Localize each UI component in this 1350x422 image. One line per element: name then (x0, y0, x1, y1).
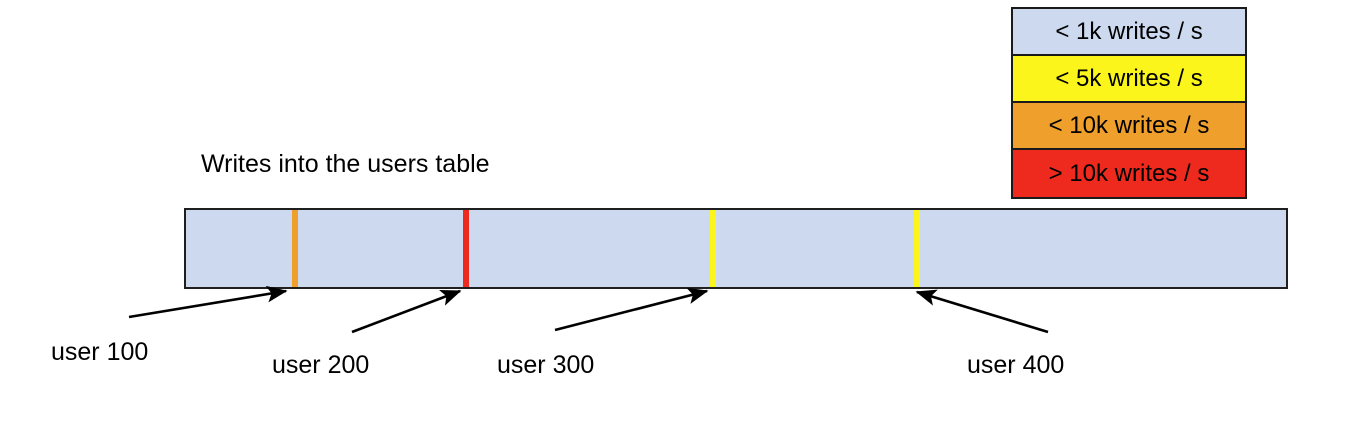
callout-label-user-400: user 400 (967, 351, 1065, 379)
legend-item-label: > 10k writes / s (1048, 159, 1210, 187)
diagram-title: Writes into the users table (201, 150, 490, 178)
users-table-bar (184, 208, 1288, 289)
user-400-arrow (915, 289, 1049, 334)
callout-label-user-300: user 300 (497, 351, 595, 379)
user-300-arrow (554, 287, 709, 332)
callout-label-user-100: user 100 (51, 338, 149, 366)
callout-label-user-200: user 200 (272, 351, 370, 379)
user-200-arrow (351, 289, 462, 334)
user-400-marker (914, 210, 921, 287)
user-200-marker (463, 210, 470, 287)
legend-item-under-10k: < 10k writes / s (1013, 103, 1245, 150)
user-300-marker (709, 210, 716, 287)
legend-item-label: < 5k writes / s (1055, 64, 1203, 92)
legend-item-under-1k: < 1k writes / s (1013, 9, 1245, 56)
user-100-arrow (128, 285, 288, 319)
legend-item-label: < 1k writes / s (1055, 17, 1203, 45)
user-100-marker (291, 210, 298, 287)
legend-item-label: < 10k writes / s (1048, 111, 1210, 139)
legend-item-under-5k: < 5k writes / s (1013, 56, 1245, 103)
legend-item-over-10k: > 10k writes / s (1013, 150, 1245, 197)
legend: < 1k writes / s < 5k writes / s < 10k wr… (1011, 7, 1247, 199)
